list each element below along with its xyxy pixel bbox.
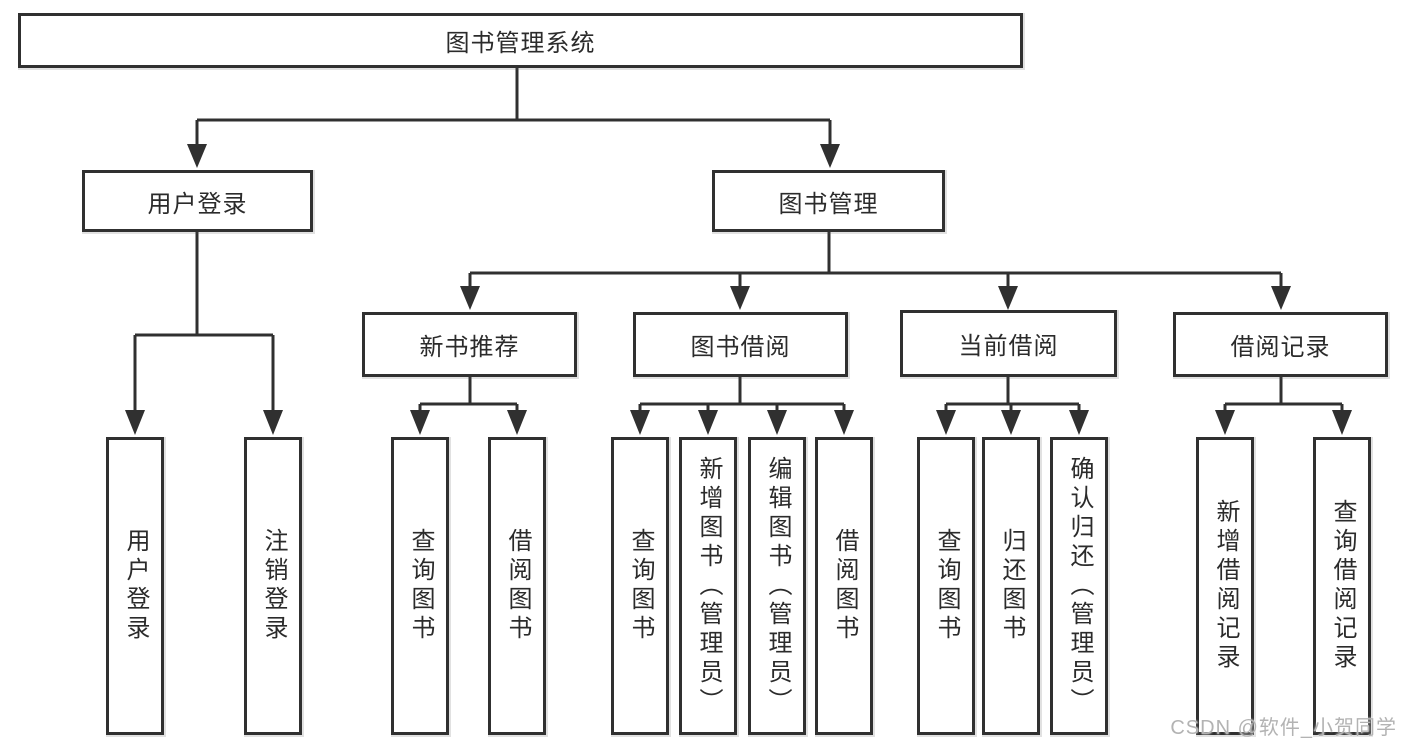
leaf-label: 注销登录 [260, 528, 287, 644]
leaf-add-borrow-record: 新增借阅记录 [1196, 437, 1254, 735]
node-label: 图书管理 [778, 190, 879, 218]
leaf-borrow-books-1: 借阅图书 [488, 437, 546, 735]
node-label: 借阅记录 [1230, 334, 1331, 361]
leaf-query-books-2: 查询图书 [611, 437, 669, 735]
leaf-query-borrow-record: 查询借阅记录 [1313, 437, 1371, 735]
node-current-borrow: 当前借阅 [900, 310, 1117, 377]
leaf-add-books-admin: 新增图书（管理员） [679, 437, 737, 735]
node-new-book-recommend: 新书推荐 [362, 312, 577, 377]
leaf-label: 用户登录 [122, 528, 149, 644]
node-label: 当前借阅 [958, 333, 1059, 360]
leaf-label: 借阅图书 [504, 528, 531, 644]
node-borrow-records: 借阅记录 [1173, 312, 1388, 377]
leaf-query-books-1: 查询图书 [391, 437, 449, 735]
watermark: CSDN @软件_小贺同学 [1170, 717, 1397, 739]
node-user-login: 用户登录 [82, 170, 313, 232]
leaf-query-books-3: 查询图书 [917, 437, 975, 735]
node-root-library-system: 图书管理系统 [18, 13, 1023, 68]
leaf-label: 查询图书 [627, 528, 654, 644]
leaf-label: 查询图书 [933, 528, 960, 644]
leaf-label: 确认归还（管理员） [1066, 455, 1093, 717]
node-label: 图书管理系统 [445, 30, 596, 57]
leaf-label: 查询图书 [407, 528, 434, 644]
node-label: 图书借阅 [690, 334, 791, 361]
leaf-logout: 注销登录 [244, 437, 302, 735]
leaf-borrow-books-2: 借阅图书 [815, 437, 873, 735]
leaf-return-books: 归还图书 [982, 437, 1040, 735]
leaf-edit-books-admin: 编辑图书（管理员） [748, 437, 806, 735]
leaf-label: 借阅图书 [831, 528, 858, 644]
node-book-borrow: 图书借阅 [633, 312, 848, 377]
node-label: 新书推荐 [419, 334, 520, 361]
leaf-confirm-return-admin: 确认归还（管理员） [1050, 437, 1108, 735]
leaf-user-login: 用户登录 [106, 437, 164, 735]
leaf-label: 新增借阅记录 [1212, 499, 1239, 673]
leaf-label: 编辑图书（管理员） [764, 455, 791, 717]
leaf-label: 查询借阅记录 [1329, 499, 1356, 673]
leaf-label: 新增图书（管理员） [695, 455, 722, 717]
arrowhead-icons [125, 144, 1352, 435]
leaf-label: 归还图书 [998, 528, 1025, 644]
node-book-management: 图书管理 [712, 170, 945, 232]
node-label: 用户登录 [147, 190, 248, 218]
